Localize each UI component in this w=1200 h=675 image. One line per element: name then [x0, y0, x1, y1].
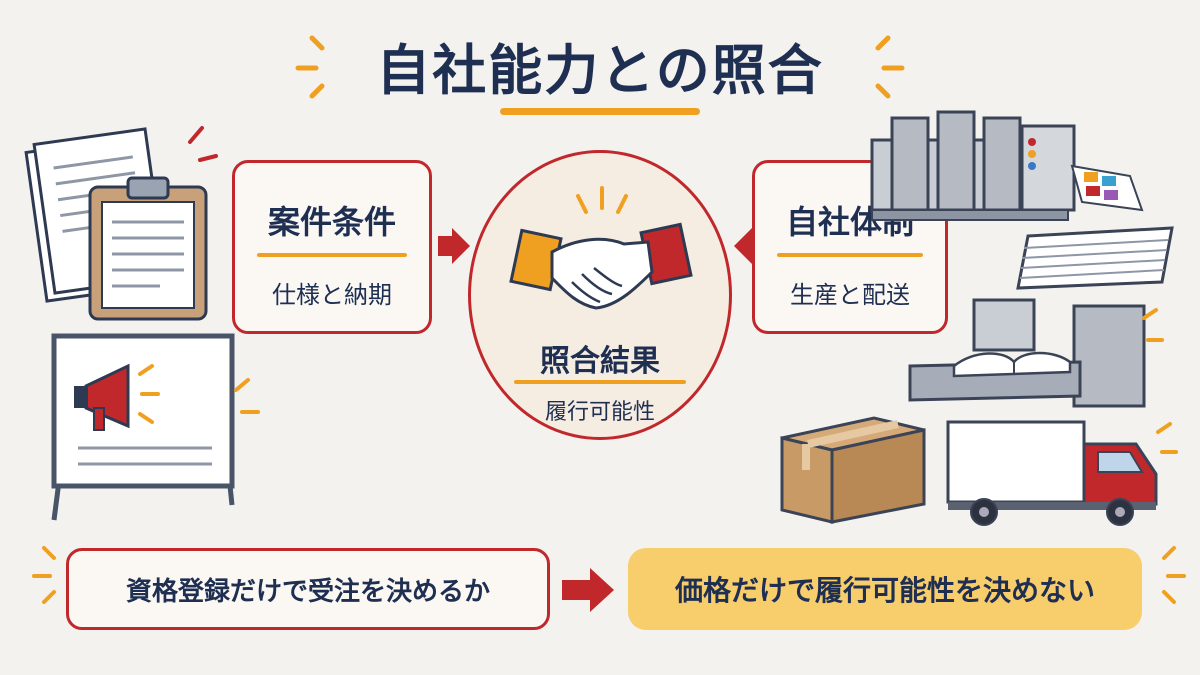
capability-divider [777, 253, 923, 257]
result-title: 照合結果 [540, 344, 660, 379]
arrow-right-icon [438, 228, 470, 264]
paper-stack-icon [1016, 226, 1174, 290]
book-machine-icon [908, 298, 1164, 408]
documents-clipboard-icon [24, 126, 218, 321]
printing-press-icon [870, 110, 1144, 221]
title-spark-right-icon [875, 35, 905, 99]
result-subtitle: 履行可能性 [544, 400, 655, 425]
handshake-icon [509, 186, 693, 310]
conditions-box: 案件条件 仕様と納期 [232, 160, 432, 334]
page-title: 自社能力との照合 [376, 39, 824, 102]
question-box: 資格登録だけで受注を決めるか [66, 548, 550, 630]
cardboard-box-icon [780, 416, 926, 524]
arrow-bottom-right-icon [562, 568, 614, 612]
title-spark-left-icon [295, 35, 325, 99]
megaphone-sign-icon [51, 333, 260, 521]
capability-subtitle: 生産と配送 [790, 281, 910, 309]
conditions-subtitle: 仕様と納期 [272, 281, 392, 309]
conditions-divider [257, 253, 407, 257]
title-underline [500, 108, 700, 115]
conclusion-box: 価格だけで履行可能性を決めない [628, 548, 1142, 630]
conditions-title: 案件条件 [267, 203, 396, 241]
bottom-spark-right-icon [1162, 546, 1186, 604]
delivery-truck-icon [946, 420, 1178, 526]
result-divider [514, 380, 686, 384]
bottom-spark-left-icon [32, 546, 56, 604]
